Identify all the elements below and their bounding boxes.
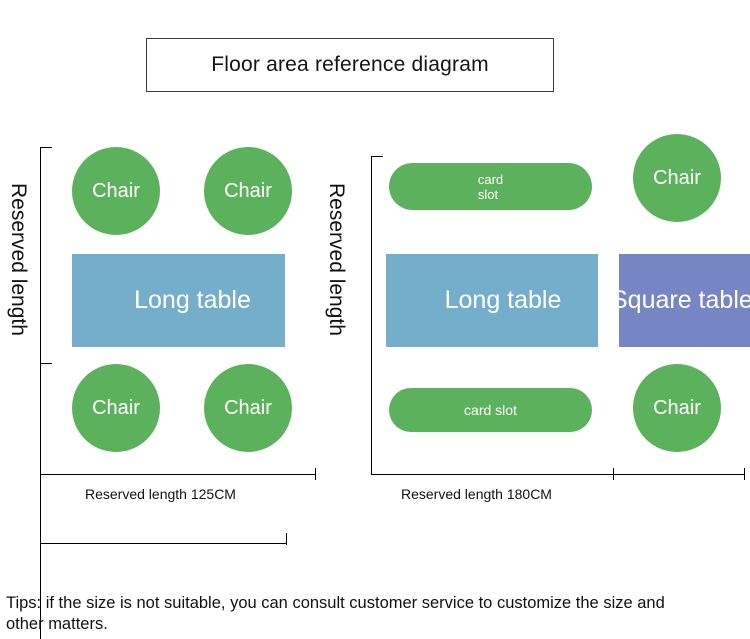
left-chair-bottom-right: Chair [204, 364, 292, 452]
left-chair-top-right: Chair [204, 147, 292, 235]
right-chair-bottom-right: Chair [633, 364, 721, 452]
right-long-table: Long table [386, 254, 598, 347]
tips-text: Tips: if the size is not suitable, you c… [6, 594, 665, 633]
left-chair-bottom-right-label: Chair [224, 396, 272, 419]
page-title: Floor area reference diagram [211, 53, 489, 76]
left-bottom-caption: Reserved length 125CM [85, 486, 236, 502]
left-chair-bottom-left: Chair [72, 364, 160, 452]
right-card-slot-top: card slot [389, 163, 592, 210]
right-chair-bottom-right-label: Chair [653, 396, 701, 419]
left-long-table-label: Long table [134, 286, 251, 314]
left-vertical-tick-top [40, 147, 52, 148]
right-chair-top-right: Chair [633, 134, 721, 222]
left-chair-top-right-label: Chair [224, 179, 272, 202]
left-secondary-tick-right [286, 533, 287, 545]
right-vertical-dimension-line [371, 156, 372, 474]
left-chair-bottom-left-label: Chair [92, 396, 140, 419]
right-vertical-tick-top [371, 156, 383, 157]
right-horizontal-tick-middle [613, 468, 614, 480]
right-horizontal-dimension-line [371, 474, 745, 475]
right-horizontal-tick-right [744, 468, 745, 480]
right-chair-top-right-label: Chair [653, 166, 701, 189]
right-bottom-caption: Reserved length 180CM [401, 486, 552, 502]
left-horizontal-dimension-line [40, 474, 316, 475]
right-reserved-length-label: Reserved length [325, 183, 348, 336]
right-card-slot-top-line2: slot [477, 186, 499, 202]
right-card-slot-top-line1: card [477, 171, 504, 187]
right-card-slot-bottom-label: card slot [464, 402, 517, 418]
right-square-table-label: Square table [611, 286, 750, 314]
diagram-title-box: Floor area reference diagram [146, 38, 554, 92]
left-secondary-dimension-line [40, 543, 287, 544]
left-long-table: Long table [72, 254, 285, 347]
right-card-slot-top-label: card slot [478, 172, 503, 202]
left-chair-top-left: Chair [72, 147, 160, 235]
left-horizontal-tick-right [315, 468, 316, 480]
right-long-table-label: Long table [444, 286, 562, 314]
left-reserved-length-label: Reserved length [7, 183, 30, 336]
left-vertical-tick-bottom [40, 363, 52, 364]
left-vertical-dimension-line [40, 147, 41, 639]
right-square-table: Square table [611, 254, 750, 347]
right-card-slot-bottom: card slot [389, 388, 592, 432]
left-chair-top-left-label: Chair [92, 179, 140, 202]
